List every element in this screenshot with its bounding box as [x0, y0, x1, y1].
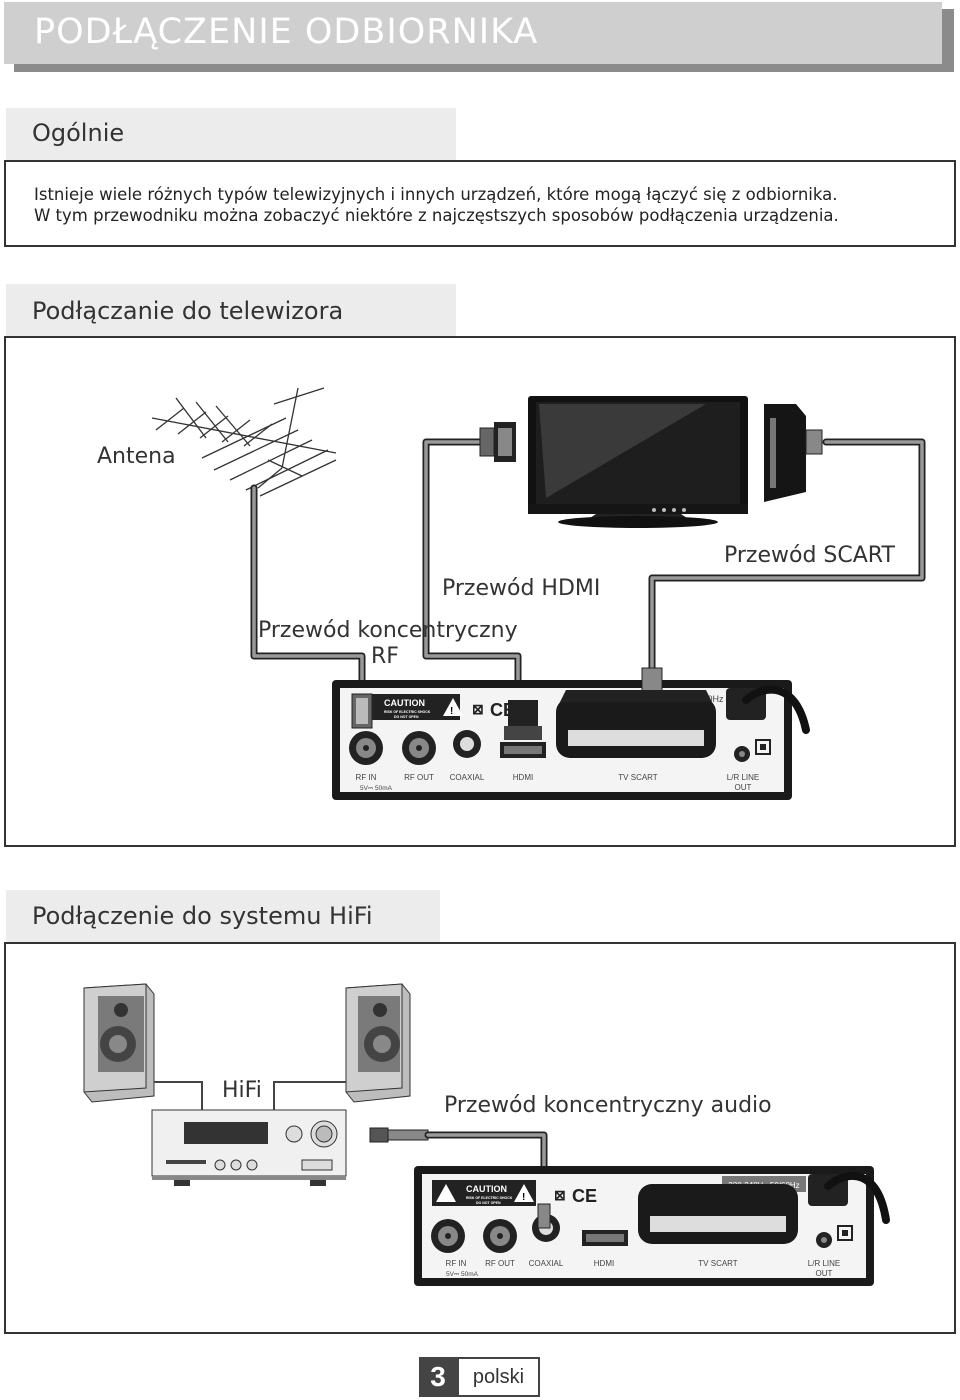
caution-label-hifi: CAUTION	[466, 1184, 507, 1194]
caution-sub-1: RISK OF ELECTRIC SHOCK	[384, 710, 431, 714]
port-label-rf-in-hifi: RF IN	[446, 1259, 467, 1268]
port-label-coaxial-hifi: COAXIAL	[529, 1259, 564, 1268]
tv-illustration	[528, 396, 748, 528]
port-label-lr-line-hifi: L/R LINE	[808, 1259, 840, 1268]
port-label-tv-scart: TV SCART	[618, 773, 658, 782]
hifi-connection-diagram: CAUTION RISK OF ELECTRIC SHOCK DO NOT OP…	[83, 983, 890, 1286]
svg-text:⊠: ⊠	[554, 1187, 566, 1203]
intro-box	[4, 160, 956, 247]
tv-connection-diagram: CAUTION RISK OF ELECTRIC SHOCK DO NOT OP…	[151, 387, 926, 800]
rca-plug-icon	[369, 1127, 429, 1143]
section-heading-tv: Podłączanie do telewizora	[32, 297, 344, 325]
receiver-back-panel-hifi: CAUTION RISK OF ELECTRIC SHOCK DO NOT OP…	[414, 1166, 890, 1286]
title-bar	[4, 2, 942, 64]
receiver-back-panel: CAUTION RISK OF ELECTRIC SHOCK DO NOT OP…	[332, 680, 810, 800]
caution-sub-1-hifi: RISK OF ELECTRIC SHOCK	[466, 1196, 513, 1200]
svg-text:⊠: ⊠	[472, 701, 484, 717]
caution-sub-2: DO NOT OPEN	[394, 715, 419, 719]
tv-diagram-box	[4, 336, 956, 847]
port-label-out-hifi: OUT	[816, 1269, 833, 1278]
port-label-rf-in-sub-hifi: 5V⎓ 50mA	[446, 1271, 479, 1278]
scart-plug-receiver-icon	[560, 667, 712, 702]
svg-text:!: !	[450, 706, 453, 717]
port-label-tv-scart-hifi: TV SCART	[698, 1259, 738, 1268]
hdmi-plug-receiver-icon	[504, 700, 542, 740]
port-label-hdmi: HDMI	[513, 773, 533, 782]
section-heading-general: Ogólnie	[32, 119, 125, 147]
left-speaker-illustration	[83, 983, 155, 1103]
language-label: polski	[457, 1357, 540, 1397]
port-label-rf-in-sub: 5V⎓ 50mA	[360, 785, 393, 792]
antenna-illustration	[151, 387, 337, 497]
hifi-diagram-box	[4, 942, 956, 1334]
hifi-label: HiFi	[222, 1078, 262, 1103]
svg-text:!: !	[522, 1192, 525, 1203]
rf-plug-icon	[351, 693, 373, 729]
section-tab-general	[6, 108, 456, 160]
hdmi-plug-icon	[479, 422, 516, 462]
rf-cable-label-line1: Przewód koncentryczny	[258, 618, 518, 643]
audio-cable-label: Przewód koncentryczny audio	[444, 1093, 772, 1118]
section-tab-hifi	[6, 890, 440, 942]
page-number: 3	[419, 1357, 457, 1397]
intro-line-1: Istnieje wiele różnych typów telewizyjny…	[34, 185, 838, 204]
port-label-coaxial: COAXIAL	[450, 773, 485, 782]
port-label-rf-out-hifi: RF OUT	[485, 1259, 515, 1268]
hifi-amplifier-illustration	[151, 1109, 347, 1186]
section-tab-tv	[6, 284, 456, 336]
hdmi-cable-label: Przewód HDMI	[442, 576, 601, 601]
port-label-rf-out: RF OUT	[404, 773, 434, 782]
warning-triangle-icon	[443, 698, 463, 716]
port-label-rf-in: RF IN	[356, 773, 377, 782]
rca-plug-coaxial-icon	[537, 1203, 551, 1229]
rf-cable-label-line2: RF	[371, 644, 399, 669]
ce-mark-hifi: CE	[572, 1186, 597, 1206]
port-label-out: OUT	[735, 783, 752, 792]
port-label-lr-line: L/R LINE	[727, 773, 759, 782]
scart-plug-icon	[764, 404, 823, 502]
intro-line-2: W tym przewodniku można zobaczyć niektór…	[34, 206, 839, 225]
section-heading-hifi: Podłączenie do systemu HiFi	[32, 902, 373, 930]
caution-label: CAUTION	[384, 698, 425, 708]
scart-cable-label: Przewód SCART	[724, 543, 895, 568]
page-title: PODŁĄCZENIE ODBIORNIKA	[34, 12, 539, 52]
port-label-hdmi-hifi: HDMI	[594, 1259, 614, 1268]
right-speaker-illustration	[345, 983, 411, 1103]
antenna-label: Antena	[97, 444, 176, 469]
caution-sub-2-hifi: DO NOT OPEN	[476, 1201, 501, 1205]
